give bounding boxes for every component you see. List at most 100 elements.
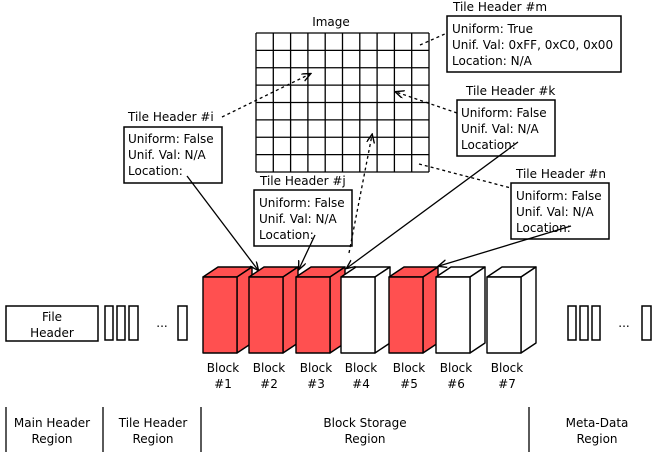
ellipsis: ... xyxy=(618,316,629,330)
file-layout-right: ... xyxy=(567,305,652,341)
block-label: #4 xyxy=(352,377,370,391)
tile-header-title: Tile Header #k xyxy=(465,84,555,98)
tile-header-j: Tile Header #j Uniform: False Unif. Val:… xyxy=(253,174,353,247)
block-label: Block xyxy=(207,361,240,375)
block-storage: Block#1Block#2Block#3Block#4Block#5Block… xyxy=(202,266,537,391)
image-grid-lines xyxy=(255,32,430,173)
tile-header-line: Unif. Val: N/A xyxy=(516,205,595,219)
block-3: Block #3 xyxy=(295,266,346,391)
block-front-face xyxy=(248,276,284,354)
region-bar: Main Header Region Tile Header Region Bl… xyxy=(5,407,629,452)
tile-header-box xyxy=(123,126,223,184)
tile-header-line: Uniform: True xyxy=(452,22,533,36)
tile-header-line: Unif. Val: N/A xyxy=(461,122,540,136)
block-label: Block xyxy=(300,361,333,375)
tile-header-line: Location: N/A xyxy=(452,54,533,68)
region-label-block-storage: Block Storage xyxy=(323,416,406,430)
tile-header-box xyxy=(456,99,556,157)
tile-header-box xyxy=(253,189,353,247)
arrow-n-to-block-5 xyxy=(439,225,572,266)
dashed-link-j xyxy=(348,135,372,254)
tile-header-line: Unif. Val: N/A xyxy=(259,212,338,226)
block-2: Block #2 xyxy=(248,266,299,391)
tile-header-line: Uniform: False xyxy=(516,189,602,203)
tile-header-title: Tile Header #i xyxy=(127,110,214,124)
ellipsis: ... xyxy=(156,316,167,330)
arrow-k-to-block-3 xyxy=(347,141,519,268)
dashed-link-m xyxy=(419,32,448,46)
block-label: #6 xyxy=(447,377,465,391)
block-label: Block xyxy=(345,361,378,375)
dashed-link-i xyxy=(221,74,310,118)
block-label: #7 xyxy=(498,377,516,391)
block-side-face xyxy=(520,266,537,354)
block-6: Block #6 xyxy=(435,266,486,391)
file-header-label: File xyxy=(42,310,62,324)
block-label: #1 xyxy=(214,377,232,391)
tile-header-line: Unif. Val: N/A xyxy=(128,148,207,162)
region-label-main-header: Region xyxy=(31,432,72,446)
arrow-j-to-block-3 xyxy=(299,234,316,269)
block-front-face xyxy=(388,276,424,354)
tile-header-slot xyxy=(116,305,126,341)
block-label: #5 xyxy=(400,377,418,391)
block-1: Block #1 xyxy=(202,266,253,391)
tile-header-k: Tile Header #k Uniform: False Unif. Val:… xyxy=(456,84,556,157)
image-grid: Image xyxy=(255,15,430,173)
block-label: Block xyxy=(253,361,286,375)
tile-header-slot xyxy=(104,305,114,341)
metadata-slot xyxy=(591,305,601,341)
block-label: Block xyxy=(393,361,426,375)
tile-header-line: Uniform: False xyxy=(128,132,214,146)
block-front-face xyxy=(340,276,376,354)
block-label: Block xyxy=(491,361,524,375)
block-links xyxy=(186,141,572,270)
metadata-slot xyxy=(567,305,577,341)
region-label-block-storage: Region xyxy=(344,432,385,446)
block-label: #2 xyxy=(260,377,278,391)
block-label: #3 xyxy=(307,377,325,391)
tile-links xyxy=(221,32,512,254)
region-label-metadata: Meta-Data xyxy=(566,416,629,430)
metadata-slot xyxy=(641,305,652,341)
region-label-tile-header: Tile Header xyxy=(118,416,188,430)
tile-header-line: Unif. Val: 0xFF, 0xC0, 0x00 xyxy=(452,38,613,52)
block-5: Block #5 xyxy=(388,266,439,391)
dashed-link-n xyxy=(418,163,512,189)
block-front-face xyxy=(202,276,238,354)
block-side-face xyxy=(374,266,391,354)
tile-header-line: Location: xyxy=(259,228,314,242)
tile-header-box xyxy=(446,15,622,73)
block-side-face xyxy=(469,266,486,354)
tile-header-line: Location: xyxy=(516,221,571,235)
region-label-metadata: Region xyxy=(576,432,617,446)
arrow-i-to-block-1 xyxy=(186,175,258,270)
file-header-box xyxy=(5,305,99,342)
region-label-main-header: Main Header xyxy=(14,416,90,430)
image-title: Image xyxy=(312,15,350,29)
tile-header-i: Tile Header #i Uniform: False Unif. Val:… xyxy=(123,110,223,184)
metadata-slot xyxy=(579,305,589,341)
file-layout-left: File Header ... xyxy=(5,305,188,342)
tile-header-slot xyxy=(128,305,139,341)
tile-header-line: Uniform: False xyxy=(259,196,345,210)
tile-header-line: Uniform: False xyxy=(461,106,547,120)
block-front-face xyxy=(295,276,331,354)
region-label-tile-header: Region xyxy=(132,432,173,446)
block-4: Block #4 xyxy=(340,266,391,391)
tile-header-line: Location: xyxy=(461,138,516,152)
tile-header-title: Tile Header #m xyxy=(452,0,547,14)
block-front-face xyxy=(486,276,522,354)
file-header-label: Header xyxy=(30,326,74,340)
dashed-link-k xyxy=(396,92,458,114)
tile-header-title: Tile Header #j xyxy=(259,174,346,188)
tile-header-n: Tile Header #n Uniform: False Unif. Val:… xyxy=(510,167,610,240)
tile-header-title: Tile Header #n xyxy=(515,167,606,181)
tile-header-line: Location: xyxy=(128,164,183,178)
block-label: Block xyxy=(440,361,473,375)
block-front-face xyxy=(435,276,471,354)
block-7: Block #7 xyxy=(486,266,537,391)
tile-header-m: Tile Header #m Uniform: True Unif. Val: … xyxy=(446,0,622,73)
tile-header-slot xyxy=(177,305,188,341)
